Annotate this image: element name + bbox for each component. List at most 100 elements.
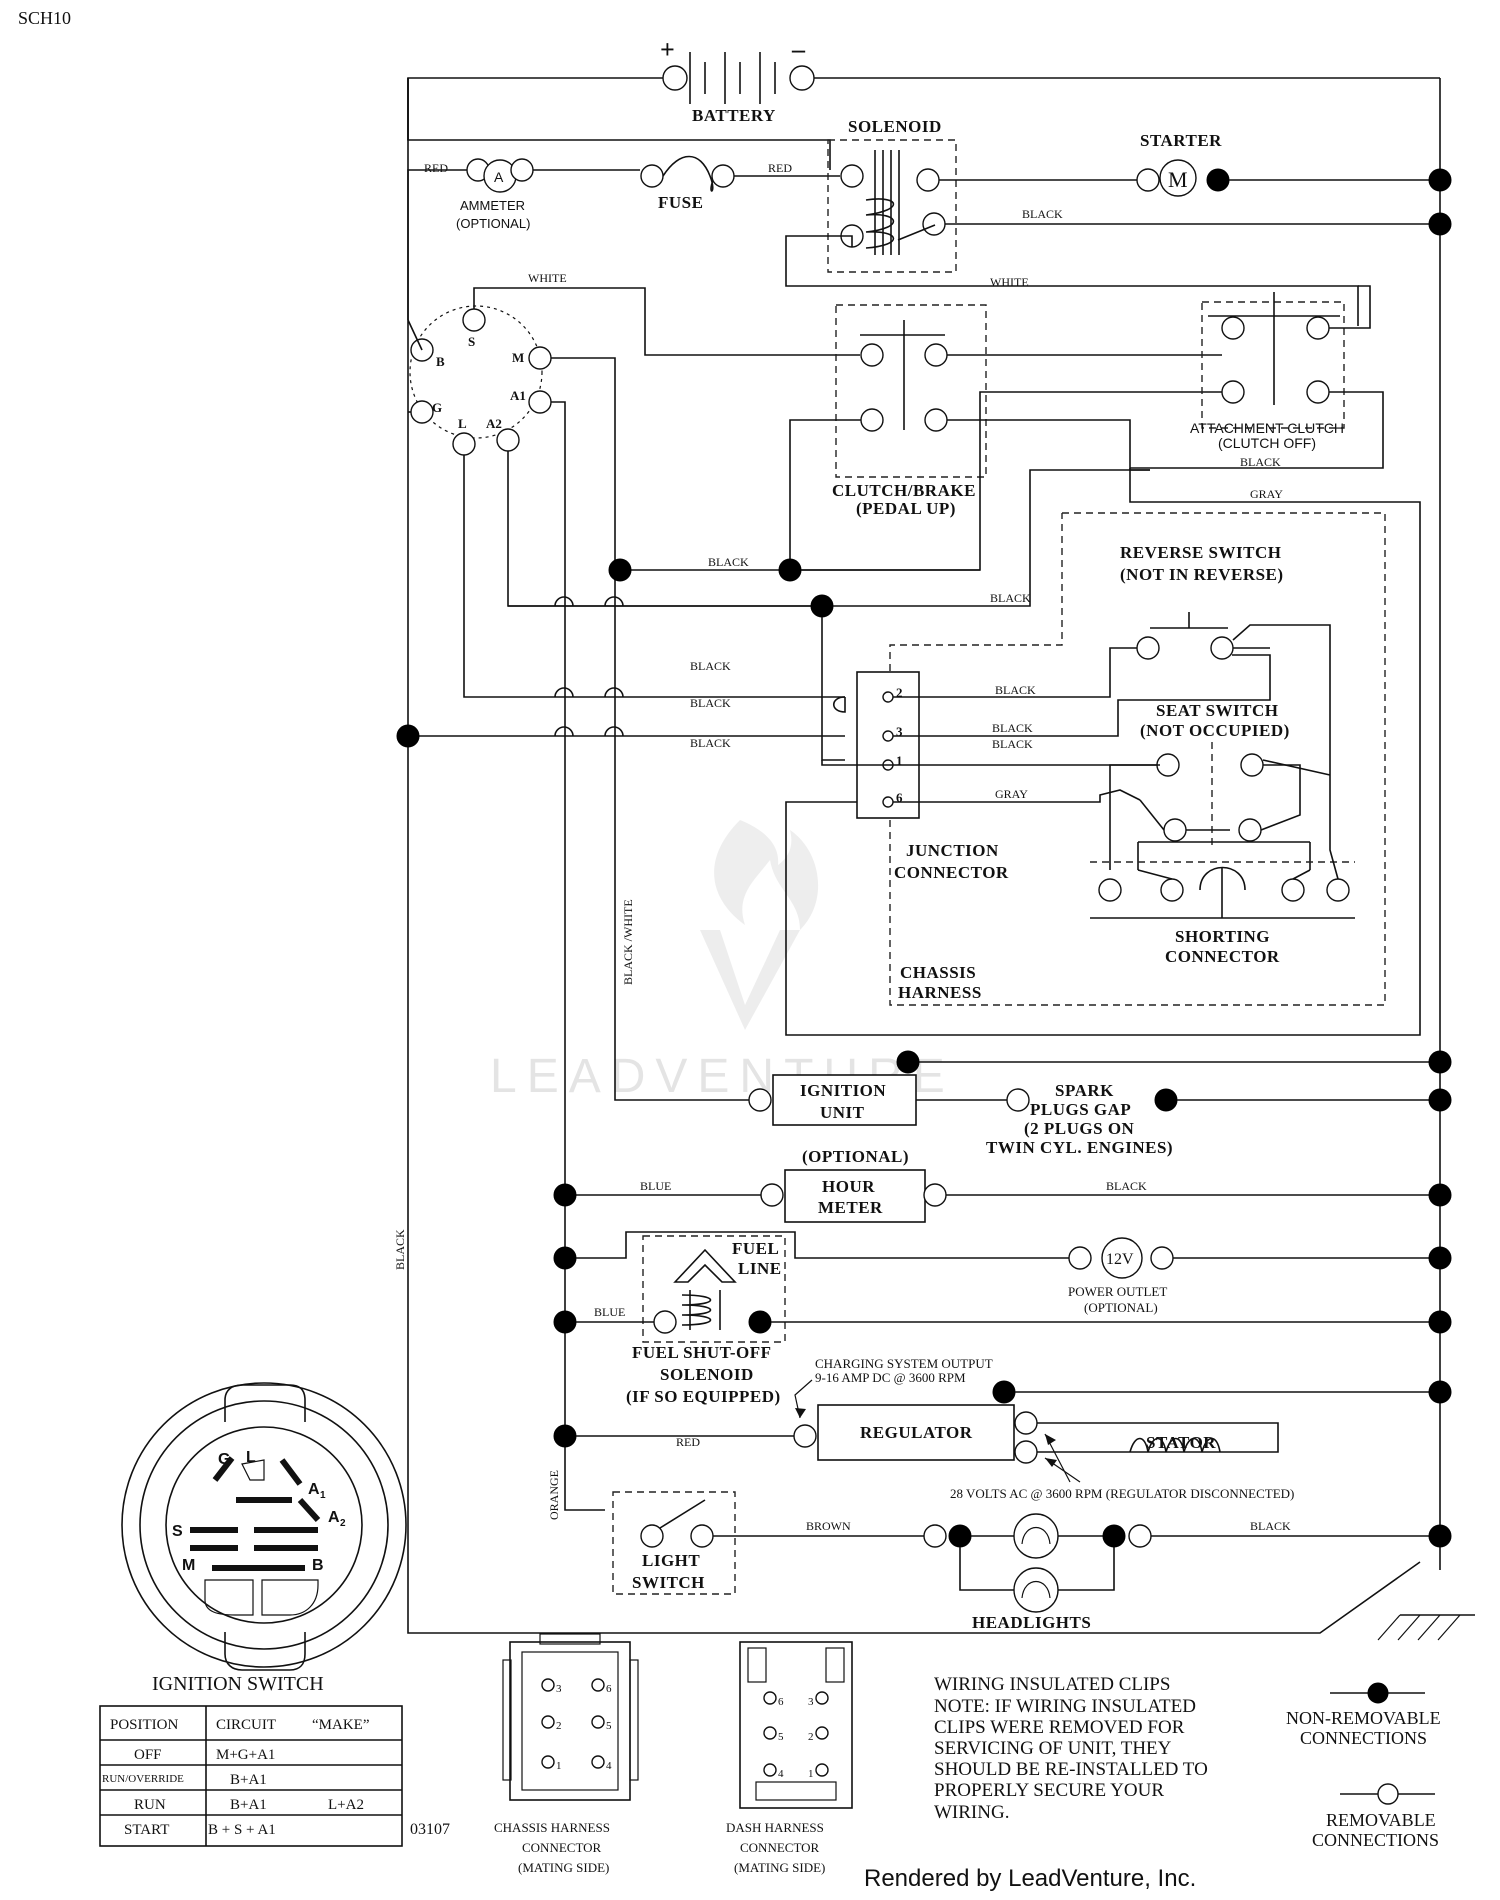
dash-connector-note: (MATING SIDE) (734, 1860, 825, 1875)
row-3-circuit: B+A1 (230, 1797, 267, 1813)
gray-wire: GRAY (785, 467, 1421, 1036)
shorting-connector-label: SHORTING (1175, 927, 1270, 946)
wire-red-reg: RED (676, 1435, 700, 1449)
face-a2-sub: 2 (340, 1518, 346, 1529)
legend-removable: REMOVABLE (1326, 1810, 1436, 1830)
wire-black-ac: BLACK (1240, 455, 1281, 469)
ignition-unit-label: IGNITION (800, 1081, 886, 1100)
table-header-position: POSITION (110, 1717, 179, 1733)
regulator-circuit: CHARGING SYSTEM OUTPUT 9-16 AMP DC @ 360… (553, 1356, 1452, 1501)
wire-black-r3: BLACK (992, 721, 1033, 735)
wire-brown: BROWN (806, 1519, 851, 1533)
face-a2: A (328, 1509, 340, 1526)
shorting-connector-sublabel: CONNECTOR (1165, 947, 1280, 966)
fuse-label: FUSE (658, 193, 703, 212)
spark-plugs-twin-2: TWIN CYL. ENGINES) (986, 1138, 1173, 1157)
note-line-4: SERVICING OF UNIT, THEY (934, 1738, 1172, 1759)
chassis-pin-1: 1 (556, 1760, 562, 1772)
term-s: S (468, 334, 475, 349)
part-code: 03107 (410, 1821, 450, 1838)
stator-label: STATOR (1146, 1433, 1216, 1452)
wire-black-white: BLACK /WHITE (621, 899, 635, 985)
starter-label: STARTER (1140, 131, 1222, 150)
spark-plugs-gap: PLUGS GAP (1030, 1100, 1131, 1119)
solenoid: SOLENOID (785, 117, 1440, 326)
rendered-by: Rendered by LeadVenture, Inc. (864, 1865, 1196, 1892)
legend-removable-sub: CONNECTIONS (1312, 1830, 1439, 1850)
ammeter-symbol: A (494, 169, 504, 185)
face-s: S (172, 1523, 183, 1540)
legend-non-removable-sub: CONNECTIONS (1300, 1728, 1427, 1748)
fuel-solenoid-circuit: BLUE FUEL SHUT-OFF SOLENOID (IF SO EQUIP… (553, 1235, 1452, 1406)
wire-black-starter: BLACK (1022, 207, 1063, 221)
chassis-connector: 3 6 2 5 1 4 CHASSIS HARNESS CONNECTOR (M… (494, 1633, 639, 1875)
seat-switch-sublabel: (NOT OCCUPIED) (1140, 721, 1290, 740)
ground-node-solenoid (1428, 212, 1452, 236)
junction-pin-2: 2 (896, 685, 903, 700)
chassis-connector-label: CHASSIS HARNESS (494, 1820, 610, 1835)
chassis-pin-5: 5 (606, 1720, 612, 1732)
attachment-clutch-sublabel: (CLUTCH OFF) (1218, 435, 1316, 451)
power-outlet-symbol: 12V (1106, 1251, 1134, 1268)
dash-pin-4: 4 (778, 1768, 784, 1780)
solenoid-label: SOLENOID (848, 117, 942, 136)
junction-pin-1: 1 (896, 753, 903, 768)
dash-pin-1: 1 (808, 1768, 814, 1780)
fuel-solenoid-label: FUEL SHUT-OFF (632, 1343, 772, 1362)
term-m: M (512, 350, 524, 365)
wire-blue-hm: BLUE (640, 1179, 671, 1193)
ignition-switch-title: IGNITION SWITCH (152, 1673, 324, 1695)
junction-left-wires: BLACK BLACK BLACK (396, 659, 893, 766)
dash-connector-label: DASH HARNESS (726, 1820, 824, 1835)
wire-crossings (554, 596, 624, 737)
chassis-pin-4: 4 (606, 1760, 612, 1772)
wire-black-r2: BLACK (995, 683, 1036, 697)
wire-black-mid: BLACK (708, 555, 749, 569)
ignition-unit-circuit: IGNITION UNIT SPARK PLUGS GAP (2 PLUGS O… (748, 1050, 1452, 1157)
chassis-harness: CHASSIS HARNESS (889, 512, 1386, 1006)
fuel-line-sublabel: LINE (738, 1259, 782, 1278)
table-header-make: “MAKE” (312, 1717, 369, 1733)
face-m: M (182, 1557, 195, 1574)
legend-non-removable: NON-REMOVABLE (1286, 1708, 1441, 1728)
ignition-wires: WHITE BLACK /WHITE ORANGE (407, 271, 860, 1520)
wire-black-j1: BLACK (690, 659, 731, 673)
fuel-solenoid-note: (IF SO EQUIPPED) (626, 1387, 781, 1406)
reverse-switch-label: REVERSE SWITCH (1120, 543, 1281, 562)
wire-black-hm: BLACK (1106, 1179, 1147, 1193)
clutch-brake-label: CLUTCH/BRAKE (832, 481, 976, 500)
chassis-pin-6: 6 (606, 1683, 612, 1695)
fuel-line-label: FUEL (732, 1239, 779, 1258)
clutch-brake-black: BLACK (608, 391, 1222, 582)
ammeter-fuse-circuit: A RED RED AMMETER (OPTIONAL) FUSE (407, 155, 840, 320)
black-right: BLACK (508, 469, 1150, 761)
charging-spec: 9-16 AMP DC @ 3600 RPM (815, 1370, 966, 1385)
starter: M STARTER BLACK WHITE (939, 131, 1440, 289)
table-header-circuit: CIRCUIT (216, 1717, 276, 1733)
seat-switch: SEAT SWITCH (NOT OCCUPIED) (1109, 701, 1331, 870)
chassis-pin-3: 3 (556, 1683, 562, 1695)
clutch-brake-sublabel: (PEDAL UP) (856, 499, 956, 518)
term-l: L (458, 416, 467, 431)
battery-minus: – (791, 35, 806, 64)
regulator-label: REGULATOR (860, 1423, 973, 1442)
wire-black-right: BLACK (990, 591, 1031, 605)
wire-black-hl: BLACK (1250, 1519, 1291, 1533)
face-b: B (312, 1557, 324, 1574)
charging-label: CHARGING SYSTEM OUTPUT (815, 1356, 993, 1371)
spark-plugs-label: SPARK (1055, 1081, 1114, 1100)
connection-legend: NON-REMOVABLE CONNECTIONS REMOVABLE CONN… (1286, 1682, 1441, 1850)
ammeter-label: AMMETER (460, 198, 525, 213)
ignition-unit-sublabel: UNIT (820, 1103, 865, 1122)
shorting-connector: SHORTING CONNECTOR (1090, 775, 1355, 966)
note-line-5: SHOULD BE RE-INSTALLED TO (934, 1759, 1208, 1780)
term-g: G (432, 400, 442, 415)
wire-gray-j6: GRAY (995, 787, 1028, 801)
wire-black-r1: BLACK (992, 737, 1033, 751)
battery-label: BATTERY (692, 106, 776, 125)
dash-connector-sublabel: CONNECTOR (740, 1840, 820, 1855)
fuel-solenoid-sublabel: SOLENOID (660, 1365, 754, 1384)
junction-pin-6: 6 (896, 790, 903, 805)
hour-meter-label: HOUR (822, 1177, 875, 1196)
term-b: B (436, 354, 445, 369)
